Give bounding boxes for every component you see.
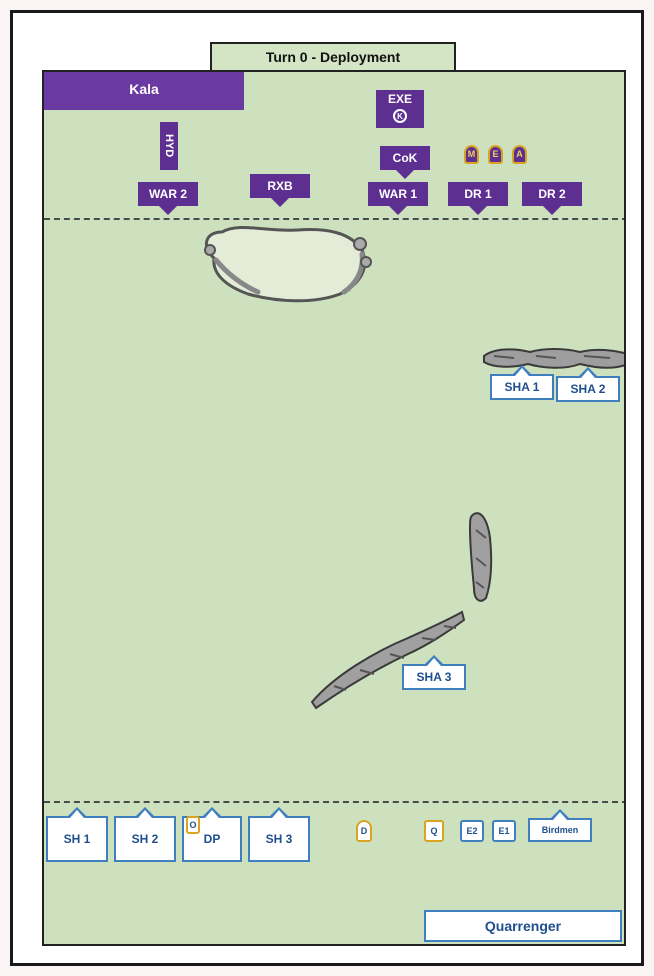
unit-exe-badge: K — [393, 109, 407, 123]
unit-sha3[interactable]: SHA 3 — [402, 655, 466, 690]
unit-rxb[interactable]: RXB — [250, 174, 310, 207]
unit-sh1[interactable]: SH 1 — [46, 807, 108, 862]
unit-sha1[interactable]: SHA 1 — [490, 365, 554, 400]
unit-sha2[interactable]: SHA 2 — [556, 367, 620, 402]
unit-exe-label: EXE — [387, 92, 412, 106]
rock-diagonal-ridge — [310, 610, 466, 710]
unit-dr2[interactable]: DR 2 — [522, 182, 582, 215]
unit-sh2[interactable]: SH 2 — [114, 807, 176, 862]
unit-sh3[interactable]: SH 3 — [248, 807, 310, 862]
unit-birdmen[interactable]: Birdmen — [528, 809, 592, 842]
chip-d[interactable]: D — [356, 820, 372, 842]
unit-exe[interactable]: EXE K — [376, 90, 424, 128]
top-deployment-line — [44, 218, 624, 220]
unit-dr1[interactable]: DR 1 — [448, 182, 508, 215]
terrain-layer — [204, 225, 624, 710]
chip-q[interactable]: Q — [424, 820, 444, 842]
chip-o[interactable]: O — [186, 816, 200, 834]
rock-ridge-right — [483, 348, 624, 369]
rock-outcrop-top — [204, 225, 372, 303]
chip-e[interactable]: E — [488, 145, 503, 164]
unit-war2[interactable]: WAR 2 — [138, 182, 198, 215]
rock-column-center — [468, 512, 493, 602]
unit-cok[interactable]: CoK — [380, 146, 430, 179]
unit-hyd[interactable]: HYD — [160, 122, 178, 170]
chip-e1[interactable]: E1 — [492, 820, 516, 842]
bottom-player-label: Quarrenger — [424, 910, 622, 942]
chip-e2[interactable]: E2 — [460, 820, 484, 842]
top-player-header: Kala — [44, 72, 244, 110]
bottom-deployment-line — [44, 801, 624, 803]
battlefield-board[interactable]: Kala HYD WAR 2 RXB EXE K CoK WAR 1 — [42, 70, 626, 946]
chip-a[interactable]: A — [512, 145, 527, 164]
chip-m[interactable]: M — [464, 145, 479, 164]
unit-war1[interactable]: WAR 1 — [368, 182, 428, 215]
turn-tab[interactable]: Turn 0 - Deployment — [210, 42, 456, 70]
